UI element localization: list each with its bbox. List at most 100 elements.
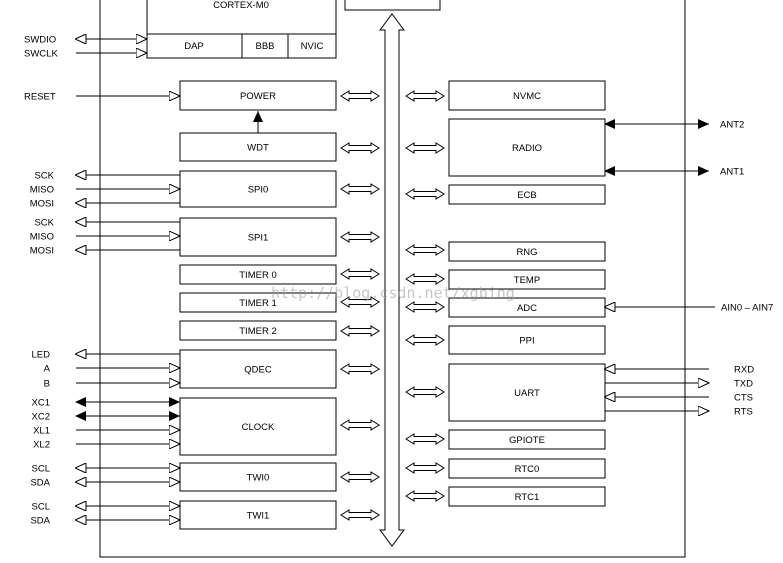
- qdec-block: QDEC: [179, 349, 337, 389]
- rtc1-label: RTC1: [515, 492, 540, 503]
- left-signals: SWDIOSWCLKRESETSCKMISOMOSISCKMISOMOSILED…: [24, 35, 180, 527]
- pin-label: SCL: [32, 502, 50, 513]
- watermark: http://blog.csdn.net/xgbing: [271, 284, 515, 302]
- nvmc-block: NVMC: [448, 80, 606, 111]
- ppi-block: PPI: [448, 325, 606, 355]
- pin-label: MOSI: [30, 246, 54, 257]
- dap-label: DAP: [184, 41, 204, 52]
- gpiote-block: GPIOTE: [448, 429, 606, 450]
- bus-link: [405, 90, 445, 102]
- top-partial-block: [344, 0, 441, 11]
- temp-block: TEMP: [448, 269, 606, 290]
- rng-label: RNG: [516, 247, 537, 258]
- pin-label: XL2: [33, 440, 50, 451]
- timer0-label: TIMER 0: [239, 270, 276, 281]
- bus-connectors: [340, 90, 445, 521]
- power-block: POWER: [179, 80, 337, 111]
- ecb-block: ECB: [448, 184, 606, 205]
- power-label: POWER: [240, 91, 276, 102]
- bus-link: [340, 90, 380, 102]
- bus-link: [340, 509, 380, 521]
- nvmc-label: NVMC: [513, 91, 541, 102]
- pin-label: AIN0 – AIN7: [721, 303, 773, 314]
- rtc0-label: RTC0: [515, 464, 540, 475]
- gpiote-label: GPIOTE: [509, 435, 545, 446]
- timer1-block: TIMER 1: [179, 292, 337, 313]
- adc-label: ADC: [517, 303, 537, 314]
- pin-label: MOSI: [30, 199, 54, 210]
- bus-link: [405, 490, 445, 502]
- pin-label: A: [44, 364, 51, 375]
- spi0-block: SPI0: [179, 170, 337, 208]
- pin-label: B: [44, 379, 50, 390]
- pin-label: SCL: [32, 464, 50, 475]
- ppi-label: PPI: [519, 336, 534, 347]
- wdt-block: WDT: [179, 132, 337, 162]
- bus-link: [340, 419, 380, 431]
- bus-link: [340, 325, 380, 337]
- bus-link: [405, 142, 445, 154]
- twi1-block: TWI1: [179, 500, 337, 530]
- pin-label: SCK: [34, 171, 54, 182]
- pin-label: TXD: [734, 379, 753, 390]
- pin-label: XC1: [32, 398, 50, 409]
- bus-link: [405, 386, 445, 398]
- bus-link: [340, 231, 380, 243]
- pin-label: ANT1: [720, 167, 744, 178]
- pin-label: CTS: [734, 393, 753, 404]
- timer0-block: TIMER 0: [179, 264, 337, 285]
- bus-link: [405, 273, 445, 285]
- bus-link: [405, 334, 445, 346]
- timer2-label: TIMER 2: [239, 326, 276, 337]
- pin-label: ANT2: [720, 120, 744, 131]
- bus-link: [405, 244, 445, 256]
- bus-link: [405, 433, 445, 445]
- qdec-label: QDEC: [244, 365, 272, 376]
- nvic-label: NVIC: [301, 41, 324, 52]
- bus-link: [340, 142, 380, 154]
- pin-label: SWDIO: [24, 35, 56, 46]
- pin-label: XC2: [32, 412, 50, 423]
- system-bus: [379, 13, 405, 547]
- bus-link: [340, 183, 380, 195]
- bus-link: [405, 462, 445, 474]
- timer1-label: TIMER 1: [239, 298, 276, 309]
- radio-block: RADIO: [448, 118, 606, 177]
- bus-link: [405, 301, 445, 313]
- uart-label: UART: [514, 388, 540, 399]
- bus-link: [340, 471, 380, 483]
- pin-label: MISO: [30, 185, 54, 196]
- twi1-label: TWI1: [247, 511, 270, 522]
- twi0-block: TWI0: [179, 462, 337, 492]
- twi0-label: TWI0: [247, 473, 270, 484]
- pin-label: SCK: [34, 218, 54, 229]
- pin-label: RXD: [734, 365, 754, 376]
- bus-link: [340, 296, 380, 308]
- wdt-label: WDT: [247, 143, 269, 154]
- bbb-label: BBB: [255, 41, 274, 52]
- pin-label: RTS: [734, 407, 753, 418]
- spi0-label: SPI0: [248, 185, 269, 196]
- rng-block: RNG: [448, 241, 606, 262]
- spi1-block: SPI1: [179, 217, 337, 257]
- pin-label: RESET: [24, 92, 56, 103]
- rtc0-block: RTC0: [448, 458, 606, 479]
- temp-label: TEMP: [514, 275, 540, 286]
- timer2-block: TIMER 2: [179, 320, 337, 341]
- spi1-label: SPI1: [248, 233, 269, 244]
- clock-label: CLOCK: [242, 422, 275, 433]
- pin-label: SWCLK: [24, 49, 58, 60]
- clock-block: CLOCK: [179, 397, 337, 456]
- ecb-label: ECB: [517, 190, 537, 201]
- pin-label: XL1: [33, 426, 50, 437]
- bus-link: [340, 268, 380, 280]
- pin-label: SDA: [30, 516, 50, 527]
- right-peripherals: NVMC RADIO ECB RNG TEMP ADC PPI UART GPIOTE RTC0R…: [448, 80, 606, 507]
- bus-link: [405, 188, 445, 200]
- pin-label: MISO: [30, 232, 54, 243]
- uart-block: UART: [448, 363, 606, 422]
- cortex-m0-title: CORTEX-M0: [213, 0, 269, 11]
